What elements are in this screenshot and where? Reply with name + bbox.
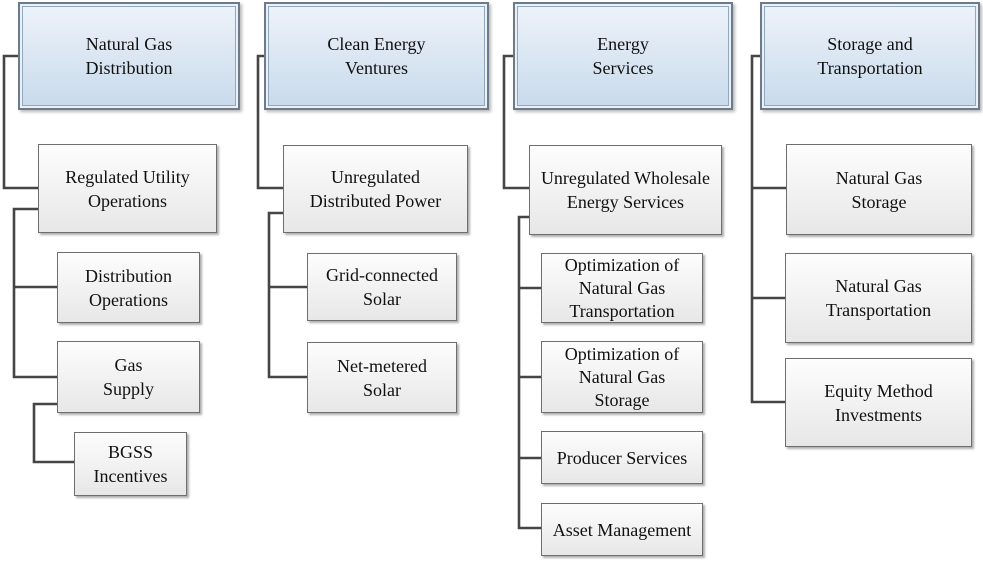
label-line: Solar [363,289,401,309]
label-line: Clean Energy [327,34,426,54]
label-line: Natural Gas [835,167,923,188]
label-line: Distribution [85,58,173,78]
label-line: Natural Gas [85,34,173,54]
label-line: Services [592,58,654,78]
label-line: Natural Gas [578,366,666,387]
label-line: Natural Gas [578,277,666,298]
label-line: Grid-connected [326,265,438,285]
node-optimization-of-natural-gas-storage: Optimization of Natural Gas Storage [541,341,703,413]
connector-wholesale-to-children [517,215,543,530]
connector-energy-services-to-wholesale [502,54,531,190]
connector-natural-gas-distribution-to-regulated-utility [2,54,40,190]
label-line: Net-metered [337,355,427,376]
label-line: Distributed Power [309,191,442,211]
node-producer-services: Producer Services [541,431,703,484]
label-line: Supply [102,379,154,399]
node-regulated-utility-operations: Regulated Utility Operations [38,144,217,233]
node-equity-method-investments: Equity Method Investments [785,358,972,447]
label-line: Storage [594,389,650,410]
node-optimization-of-natural-gas-transportation: Optimization of Natural Gas Transportati… [541,253,703,323]
node-natural-gas-storage: Natural Gas Storage [786,144,972,235]
label-line: Transportation [825,300,932,320]
label-line: Incentives [93,466,168,486]
label-line: Gas [114,355,143,375]
label-line: Transportation [569,300,675,321]
label-line: Solar [363,379,401,400]
node-asset-management: Asset Management [541,503,703,556]
label-line: Equity Method [824,380,933,401]
node-unregulated-wholesale-energy-services: Unregulated Wholesale Energy Services [529,145,722,235]
header-energy-services: Energy Services [513,2,733,110]
label-line: Operations [89,289,168,310]
label-line: Storage [851,191,907,212]
connector-clean-energy-to-distributed-power [256,54,285,190]
label-line: Asset Management [552,519,692,540]
label-line: Investments [835,404,922,425]
label-line: Transportation [817,58,923,78]
connector-gas-supply-to-bgss [32,402,76,464]
node-net-metered-solar: Net-metered Solar [307,342,457,413]
label-line: Optimization of [564,343,680,364]
node-gas-supply: Gas Supply [57,341,200,413]
label-line: BGSS [107,442,154,462]
label-line: Energy [597,34,649,54]
label-line: Unregulated Wholesale [540,168,711,188]
label-line: Unregulated [331,167,420,187]
node-grid-connected-solar: Grid-connected Solar [307,253,457,321]
label-line: Distribution [84,265,172,286]
header-clean-energy-ventures: Clean Energy Ventures [264,2,489,110]
node-unregulated-distributed-power: Unregulated Distributed Power [283,145,468,233]
connector-distributed-power-to-children [267,211,309,379]
label-line: Energy Services [566,192,685,212]
label-line: Ventures [345,58,408,78]
label-line: Natural Gas [835,276,922,296]
label-line: Operations [88,190,167,211]
label-line: Storage and [827,34,913,54]
connector-storage-transportation-to-children [750,54,788,404]
node-bgss-incentives: BGSS Incentives [74,432,187,496]
label-line: Producer Services [556,447,688,468]
label-line: Regulated Utility [65,166,190,187]
node-distribution-operations: Distribution Operations [57,252,200,323]
connector-regulated-utility-to-children [12,207,59,379]
header-storage-and-transportation: Storage and Transportation [760,2,980,110]
label-line: Optimization of [564,254,680,275]
node-natural-gas-transportation: Natural Gas Transportation [785,253,972,343]
header-natural-gas-distribution: Natural Gas Distribution [18,2,240,110]
